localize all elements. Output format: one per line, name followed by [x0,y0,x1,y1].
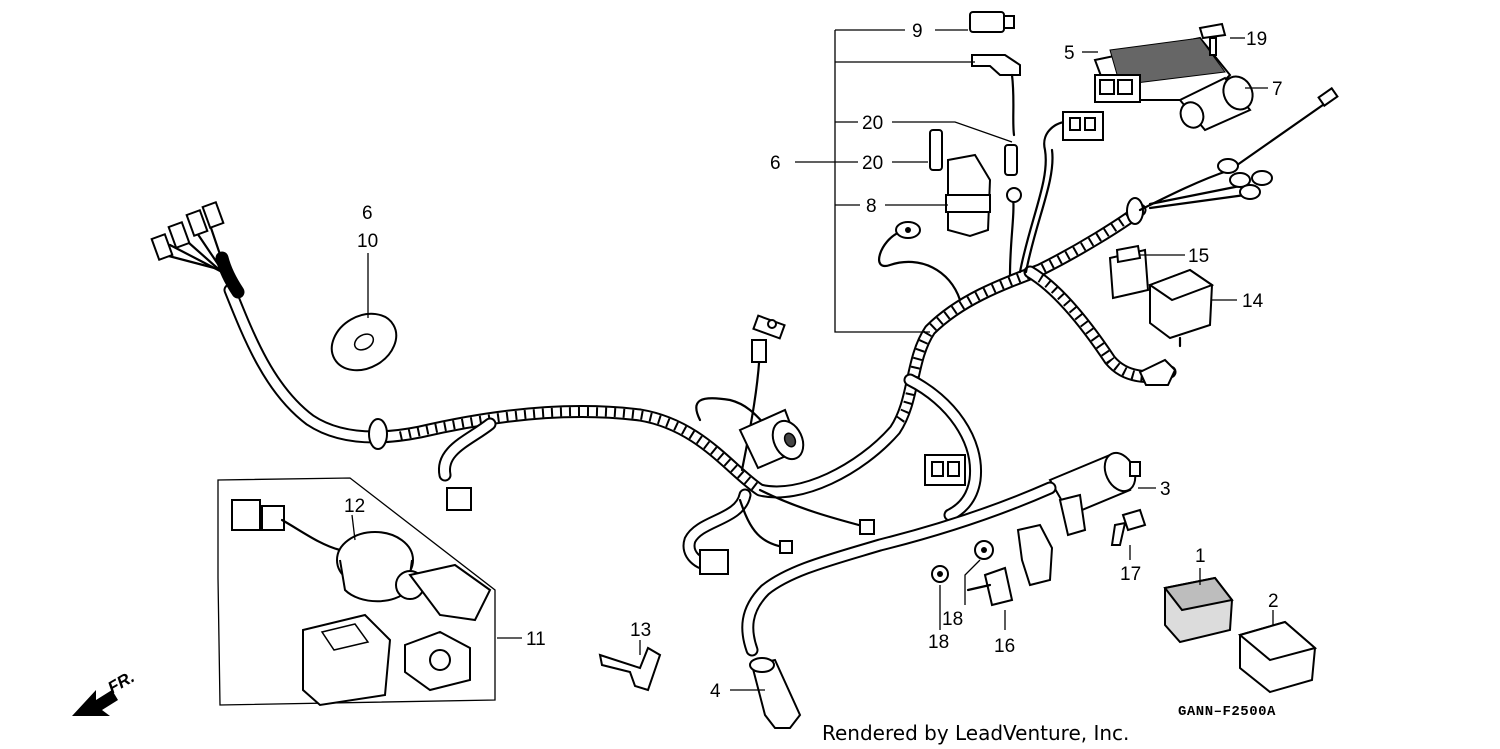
callout-18-right: 18 [942,609,963,630]
callout-16: 16 [994,636,1015,657]
part-2-block [1237,620,1318,694]
cap-part-9 [969,11,1015,33]
connector-boot [738,408,805,470]
fuse-holder-bracket [971,54,1021,137]
spark-plug-cap-part-4 [749,657,802,729]
callout-1: 1 [1195,546,1206,567]
callout-20-upper: 20 [862,113,883,134]
diagram-code: GANN–F2500A [1178,704,1276,720]
harness-right-connectors [1138,86,1339,212]
regulator-rectifier-part-5 [1062,36,1232,141]
callout-6-left: 6 [362,203,373,224]
front-direction-arrow-icon: FR. [72,667,138,716]
key-part-13 [598,646,662,692]
callout-10: 10 [357,231,378,252]
bolt-part-19 [1198,22,1227,56]
callout-11: 11 [526,629,546,650]
bracket-part-16 [966,523,1054,607]
callout-14: 14 [1242,291,1264,312]
callout-labels: 9 20 6 20 8 5 19 7 15 14 6 10 3 17 18 18… [344,21,1283,702]
callout-8: 8 [866,196,877,217]
ignition-switch-group [217,477,522,707]
harness-coupler-lower [699,549,729,575]
relay-part-15 [1108,244,1150,300]
callout-19: 19 [1246,29,1267,50]
relay-part-14 [1147,268,1215,348]
callout-3: 3 [1160,479,1171,500]
callout-20-lower: 20 [862,153,883,174]
ignition-coil-part-3 [741,451,1141,657]
boot-part-7 [1178,75,1254,132]
callout-18-left: 18 [928,632,949,653]
harness-left-connectors [150,200,245,299]
callout-4: 4 [710,681,721,702]
wire-harness [223,120,1177,572]
callout-6-upper: 6 [770,153,781,174]
callout-9: 9 [912,21,923,42]
part-1-block [1163,576,1234,644]
leader-lines [351,29,1274,691]
fuse-part-20 [929,129,1018,176]
fuse-case-part-8 [945,153,1022,238]
callout-12: 12 [344,496,365,517]
bolt-part-17 [1110,508,1147,546]
grommet-part-10 [330,253,398,372]
callout-7: 7 [1272,79,1283,100]
callout-13: 13 [630,620,651,641]
callout-17: 17 [1120,564,1141,585]
nut-part-18 [931,540,994,583]
harness-coupler-left [446,487,472,511]
callout-2: 2 [1268,591,1279,612]
callout-5: 5 [1064,43,1075,64]
callout-15: 15 [1188,246,1209,267]
harness-clip [1138,358,1177,386]
ground-terminal [751,314,786,363]
credit-text: Rendered by LeadVenture, Inc. [822,721,1129,745]
ground-eyelet [895,221,921,239]
